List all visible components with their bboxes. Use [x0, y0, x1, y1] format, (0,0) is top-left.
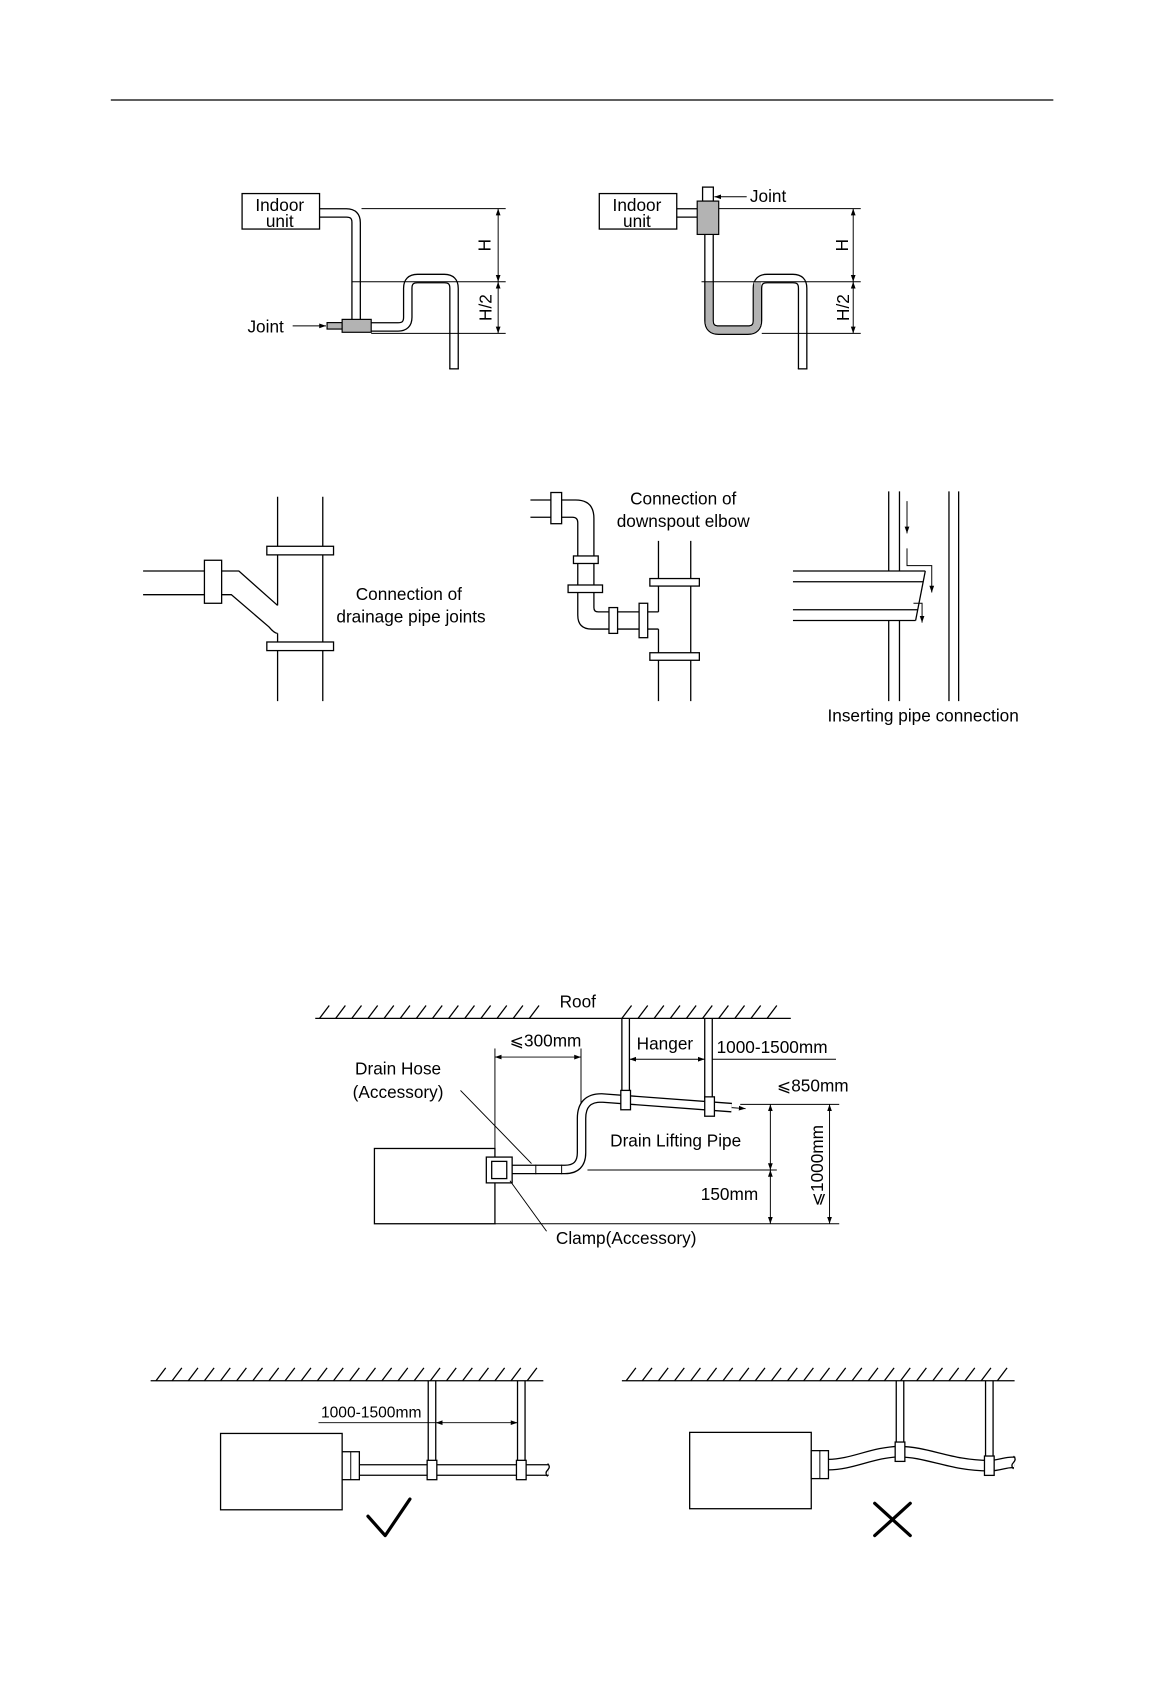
- figure-drain-lifting-pipe: Roof Hanger 1000-1500mm ⩽300mm Drain Hos…: [315, 992, 848, 1249]
- riser-flange-2: [568, 585, 602, 593]
- figure-inserting-pipe-connection: Inserting pipe connection: [793, 491, 1019, 725]
- max-1000-label: ⩽1000mm: [807, 1125, 827, 1206]
- drain-outlet-fitting-inner: [492, 1161, 507, 1178]
- branch-coupling: [204, 560, 221, 603]
- dimension-h-label: H: [832, 239, 852, 251]
- roof-label: Roof: [560, 992, 597, 1012]
- caption-line1: Connection of: [356, 584, 462, 604]
- main-upper-flange: [650, 579, 699, 587]
- lower-flange: [267, 642, 334, 651]
- joint-label: Joint: [247, 316, 284, 336]
- cross-mark-icon: [875, 1503, 911, 1535]
- inlet-pipe-walls: [530, 500, 550, 517]
- hanger-spacing-label: 1000-1500mm: [321, 1404, 421, 1421]
- main-pipe-left-wall: [889, 491, 900, 701]
- indoor-unit-label-line2: unit: [623, 211, 651, 231]
- hanger-rod-2: [986, 1381, 994, 1457]
- flow-direction-arrow: [732, 1108, 746, 1109]
- indoor-unit-box: [690, 1432, 812, 1508]
- hanger-rod-2: [518, 1381, 526, 1462]
- horizontal-pipe-walls: [618, 612, 659, 629]
- hanger-rod-1: [896, 1381, 904, 1446]
- figure-u-trap-joint-low: Indoor unit Joint H H/2: [242, 194, 506, 369]
- indoor-unit-box: [374, 1148, 495, 1223]
- branch-pipe-walls: [143, 571, 204, 595]
- joint-stub: [327, 323, 342, 329]
- inlet-coupling: [551, 493, 562, 524]
- figure-downspout-elbow: Connection of downspout elbow: [530, 488, 750, 701]
- upper-flange: [267, 546, 334, 555]
- figure-hanger-wrong: [622, 1368, 1015, 1536]
- u-trap-water-seal: [709, 282, 757, 330]
- ceiling-hatching: [626, 1368, 1007, 1381]
- figure-drainage-pipe-joints: Connection of drainage pipe joints: [143, 497, 486, 701]
- drain-lifting-pipe-label: Drain Lifting Pipe: [610, 1130, 741, 1150]
- indoor-unit-box: [221, 1433, 343, 1509]
- dim-150-label: 150mm: [701, 1184, 758, 1204]
- joint-cap: [703, 187, 714, 201]
- joint-tee: [342, 319, 371, 332]
- figure-hanger-correct: 1000-1500mm: [151, 1368, 550, 1536]
- u-trap-pipe-bore: [371, 279, 454, 369]
- roof-hatching-left: [320, 1005, 539, 1018]
- caption-line2: downspout elbow: [617, 511, 751, 531]
- upper-elbow-inner: [562, 517, 578, 556]
- pipe-clamp-2: [516, 1460, 526, 1479]
- pipe-clamp-2: [705, 1097, 715, 1116]
- indoor-unit-label-line2: unit: [266, 211, 294, 231]
- riser-flange-1: [573, 556, 598, 564]
- pipe-clamp-1: [621, 1090, 631, 1109]
- caption: Inserting pipe connection: [827, 706, 1018, 726]
- figure-u-trap-joint-high: Indoor unit Joint H H/2: [599, 186, 860, 369]
- main-pipe-right-wall: [949, 491, 959, 701]
- dimension-h-label: H: [475, 239, 495, 251]
- hanger-rod-1: [622, 1018, 630, 1093]
- max-300-label: ⩽300mm: [510, 1030, 582, 1050]
- dimension-h-half-label: H/2: [833, 294, 853, 321]
- drain-pipe-bore: [320, 213, 357, 321]
- hanger-label: Hanger: [637, 1034, 694, 1054]
- branch-slant-top: [222, 571, 278, 605]
- hanger-spacing-label: 1000-1500mm: [717, 1037, 828, 1057]
- drain-hose-label-line1: Drain Hose: [355, 1058, 441, 1078]
- branch-slant-bottom: [222, 595, 278, 634]
- riser-walls: [578, 563, 594, 585]
- lower-elbow-inner: [594, 593, 609, 612]
- pipe-clamp-1: [427, 1460, 437, 1479]
- clamp-label: Clamp(Accessory): [556, 1228, 697, 1248]
- pipe-clamp-2: [984, 1456, 994, 1475]
- dimension-h-half-label: H/2: [476, 294, 496, 321]
- joint-label: Joint: [750, 186, 787, 206]
- hanger-rod-1: [428, 1381, 436, 1462]
- inserted-pipe-walls: [793, 571, 925, 620]
- pipe-clamp-1: [895, 1442, 905, 1461]
- max-850-label: ⩽850mm: [777, 1075, 849, 1095]
- check-mark-icon: [368, 1499, 410, 1536]
- horizontal-flange: [639, 603, 648, 637]
- caption-line2: drainage pipe joints: [336, 607, 485, 627]
- drain-hose-label-line2: (Accessory): [353, 1082, 444, 1102]
- joint-body: [697, 201, 719, 234]
- caption-line1: Connection of: [630, 488, 736, 508]
- drain-pipe-outline: [320, 213, 357, 321]
- hanger-rod-2: [705, 1018, 713, 1099]
- horizontal-coupling: [609, 608, 618, 634]
- main-lower-flange: [650, 653, 699, 661]
- inserted-pipe-slanted-end: [916, 571, 926, 620]
- roof-hatching-right: [622, 1005, 777, 1018]
- ceiling-hatching: [156, 1368, 537, 1381]
